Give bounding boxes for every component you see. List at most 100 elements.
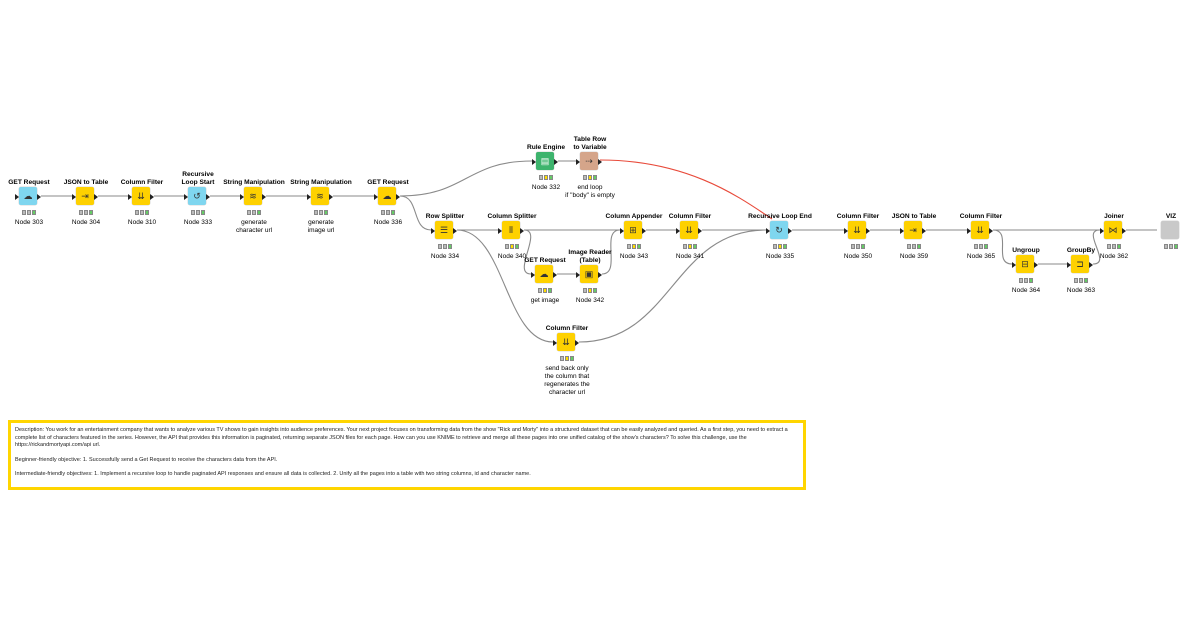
image-reader-icon[interactable]: ▣ [580,265,598,283]
output-port[interactable] [1122,228,1126,234]
input-port[interactable] [1012,262,1016,268]
node-n304[interactable]: JSON to Table⇥Node 304 [46,163,126,275]
node-n_viz[interactable]: VIZ [1131,197,1200,309]
input-port[interactable] [72,194,76,200]
node-n350[interactable]: Column Filter⇊Node 350 [818,197,898,309]
node-n_cf2[interactable]: Column Filter⇊send back only the column … [527,309,607,421]
node-n364[interactable]: Ungroup⊟Node 364 [986,231,1066,343]
output-port[interactable] [37,194,41,200]
string-manipulation-icon[interactable]: ≋ [311,187,329,205]
groupby-icon[interactable]: ⊐ [1071,255,1089,273]
node-n336[interactable]: GET Request☁Node 336 [348,163,428,275]
column-filter-icon[interactable]: ⇊ [680,221,698,239]
node-n333[interactable]: Recursive Loop Start↺Node 333 [158,163,238,275]
output-port[interactable] [150,194,154,200]
node-n303[interactable]: GET Request☁Node 303 [0,163,69,275]
node-n363[interactable]: GroupBy⊐Node 363 [1041,231,1121,343]
input-port[interactable] [184,194,188,200]
input-port[interactable] [531,272,535,278]
column-appender-icon[interactable]: ⊞ [624,221,642,239]
node-n_gi[interactable]: GET Request☁get image [505,241,585,353]
output-port[interactable] [989,228,993,234]
node-n332[interactable]: Rule Engine▤Node 332 [506,128,586,240]
input-port[interactable] [1100,228,1104,234]
json-to-table-icon[interactable]: ⇥ [76,187,94,205]
input-port[interactable] [766,228,770,234]
loop-end-icon[interactable]: ↻ [770,221,788,239]
input-port[interactable] [553,340,557,346]
output-port[interactable] [598,272,602,278]
input-port[interactable] [15,194,19,200]
input-port[interactable] [307,194,311,200]
loop-start-icon[interactable]: ↺ [188,187,206,205]
flow-variable-connection[interactable] [599,159,773,220]
get-request-icon[interactable]: ☁ [378,187,396,205]
input-port[interactable] [576,159,580,165]
input-port[interactable] [576,272,580,278]
output-port[interactable] [575,340,579,346]
input-port[interactable] [240,194,244,200]
connection-wire[interactable] [992,229,1013,265]
input-port[interactable] [620,228,624,234]
output-port[interactable] [922,228,926,234]
input-port[interactable] [532,159,536,165]
connection-wire[interactable] [523,229,532,275]
output-port[interactable] [554,159,558,165]
output-port[interactable] [698,228,702,234]
get-request-icon[interactable]: ☁ [19,187,37,205]
output-port[interactable] [1034,262,1038,268]
output-port[interactable] [866,228,870,234]
output-port[interactable] [1089,262,1093,268]
output-port[interactable] [788,228,792,234]
input-port[interactable] [374,194,378,200]
connection-wire[interactable] [1092,229,1101,265]
output-port[interactable] [520,228,524,234]
node-n365[interactable]: Column Filter⇊Node 365 [941,197,1021,309]
input-port[interactable] [844,228,848,234]
input-port[interactable] [900,228,904,234]
column-filter-icon[interactable]: ⇊ [848,221,866,239]
input-port[interactable] [128,194,132,200]
json-to-table-icon[interactable]: ⇥ [904,221,922,239]
node-n342[interactable]: Image Reader (Table)▣Node 342 [550,241,630,353]
connection-wire[interactable] [578,229,767,343]
connection-wire[interactable] [456,229,554,343]
node-n_sm2[interactable]: String Manipulation≋generate image url [281,163,361,275]
input-port[interactable] [498,228,502,234]
column-filter-icon[interactable]: ⇊ [132,187,150,205]
output-port[interactable] [206,194,210,200]
input-port[interactable] [676,228,680,234]
input-port[interactable] [431,228,435,234]
output-port[interactable] [329,194,333,200]
rule-engine-icon[interactable]: ▤ [536,152,554,170]
get-request-icon[interactable]: ☁ [535,265,553,283]
node-n340[interactable]: Column Splitter⫴Node 340 [472,197,552,309]
input-port[interactable] [967,228,971,234]
node-n341[interactable]: Column Filter⇊Node 341 [650,197,730,309]
column-filter-icon[interactable]: ⇊ [557,333,575,351]
output-port[interactable] [453,228,457,234]
output-port[interactable] [598,159,602,165]
output-port[interactable] [553,272,557,278]
column-splitter-icon[interactable]: ⫴ [502,221,520,239]
connection-wire[interactable] [399,195,432,231]
output-port[interactable] [94,194,98,200]
workflow-description-annotation[interactable]: Description: You work for an entertainme… [8,420,806,490]
node-n343[interactable]: Column Appender⊞Node 343 [594,197,674,309]
connection-wire[interactable] [601,229,621,275]
row-splitter-icon[interactable]: ☰ [435,221,453,239]
node-n359[interactable]: JSON to Table⇥Node 359 [874,197,954,309]
output-port[interactable] [642,228,646,234]
output-port[interactable] [396,194,400,200]
connection-wire[interactable] [399,160,533,197]
node-n310[interactable]: Column Filter⇊Node 310 [102,163,182,275]
column-filter-icon[interactable]: ⇊ [971,221,989,239]
string-manipulation-icon[interactable]: ≋ [244,187,262,205]
output-port[interactable] [262,194,266,200]
node-n362[interactable]: Joiner⋈Node 362 [1074,197,1154,309]
node-n_sm1[interactable]: String Manipulation≋generate character u… [214,163,294,275]
node-n335[interactable]: Recursive Loop End↻Node 335 [740,197,820,309]
ungroup-icon[interactable]: ⊟ [1016,255,1034,273]
input-port[interactable] [1067,262,1071,268]
component-icon[interactable] [1161,221,1179,239]
